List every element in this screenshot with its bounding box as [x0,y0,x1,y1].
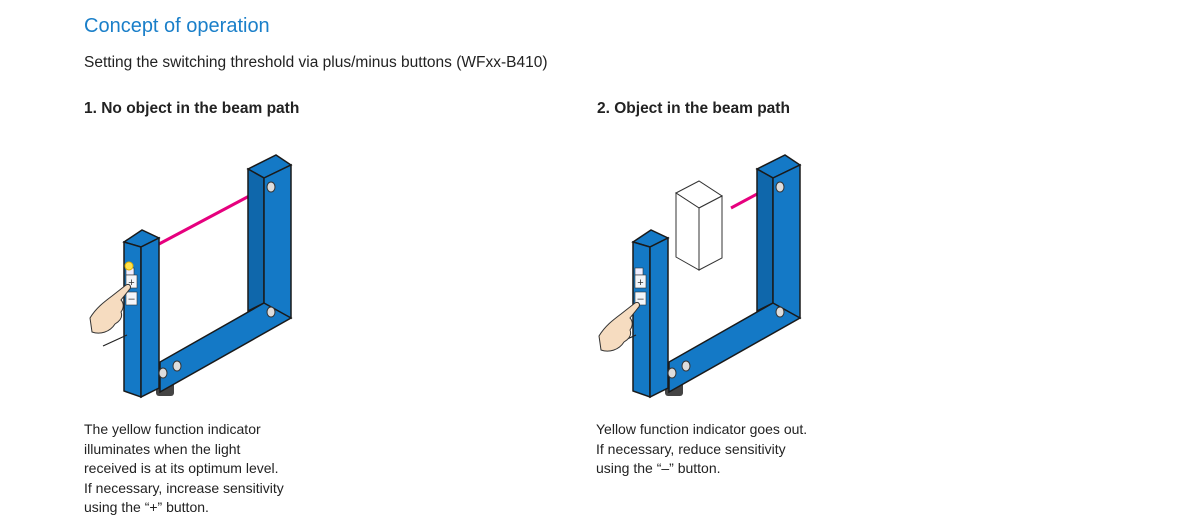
object-box [675,180,723,271]
description-line: using the “–” button. [596,460,721,476]
step-1-heading: 1. No object in the beam path [84,100,300,117]
sensor-with-object [598,154,801,398]
step-2-heading: 2. Object in the beam path [597,100,790,117]
description-line: Yellow function indicator goes out. [596,421,808,437]
description-line: using the “+” button. [84,499,209,515]
description-line: If necessary, increase sensitivity [84,479,284,496]
sensor-no-object [89,154,292,398]
yellow-indicator-icon [124,261,134,271]
step-2-description: Yellow function indicator goes out. If n… [596,420,807,479]
description-line: received is at its optimum level. [84,460,279,476]
description-line: If necessary, reduce sensitivity [596,440,786,457]
description-line: illuminates when the light [84,440,241,457]
step-1-description: The yellow function indicator illuminate… [84,420,284,518]
section-title: Concept of operation [84,15,270,37]
light-beam [158,192,254,246]
description-line: The yellow function indicator [84,421,261,437]
section-subtitle: Setting the switching threshold via plus… [84,54,548,71]
